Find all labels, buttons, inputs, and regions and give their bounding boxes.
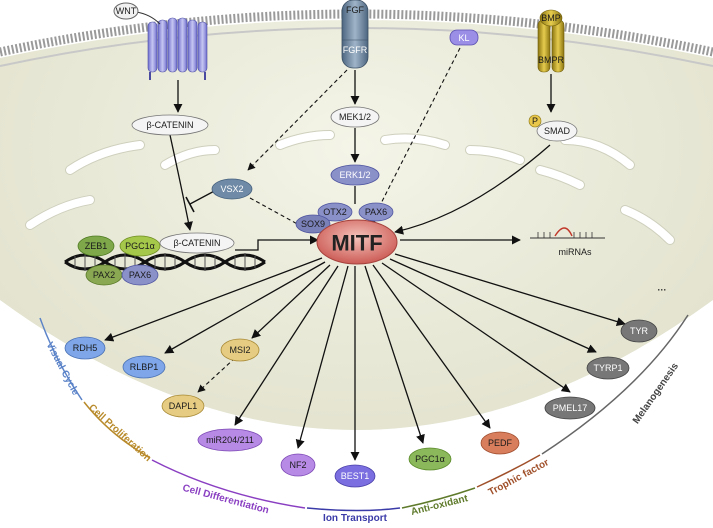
- dapl1-label: DAPL1: [169, 401, 198, 411]
- kl-ligand: [449, 29, 479, 46]
- tyrp1-node: [586, 356, 630, 380]
- mitf-label: MITF: [331, 231, 382, 256]
- pgc1a-node: [119, 235, 161, 257]
- sox9-label: SOX9: [301, 219, 325, 229]
- ellipsis-label: ···: [658, 285, 667, 295]
- pax6-label: PAX6: [129, 270, 151, 280]
- erk-node: [330, 164, 380, 186]
- mek-label: MEK1/2: [339, 112, 371, 122]
- b-catenin-nuc-label: β-CATENIN: [173, 238, 220, 248]
- pax6-node: [121, 264, 159, 286]
- fgfr-label: FGFR: [343, 45, 368, 55]
- phospho-node: [528, 114, 542, 128]
- arc-melanogenesis: [541, 314, 689, 455]
- mirnas-label: miRNAs: [559, 247, 592, 257]
- msi2-node: [220, 338, 260, 362]
- wnt-ligand: [113, 2, 139, 20]
- msi2-label: MSI2: [229, 345, 250, 355]
- otx2-label: OTX2: [323, 207, 347, 217]
- vsx2-node: [211, 178, 253, 200]
- pax6-b-node: [358, 202, 394, 222]
- best1-node: [334, 464, 376, 488]
- arc-visual-cycle: [39, 317, 83, 401]
- arrow-bcatenin-mitf: [235, 235, 319, 251]
- rdh5-node: [64, 336, 106, 360]
- rlbp1-label: RLBP1: [130, 362, 159, 372]
- b-catenin-nuc-node: [159, 232, 235, 254]
- mek-node: [330, 106, 380, 128]
- pgc1a-target-label: PGC1α: [415, 454, 445, 464]
- tyr-node: [620, 319, 658, 343]
- pgc1a-target-node: [408, 447, 452, 471]
- arc-ion-transport: [306, 507, 401, 512]
- organelles: [25, 130, 675, 245]
- wnt-receptor: [147, 17, 208, 80]
- dash-kl-mitf: [369, 47, 461, 226]
- dna-helix: [64, 253, 266, 271]
- arc-cell-differentiation: [151, 459, 306, 509]
- bmpr-label: BMPR: [538, 55, 565, 65]
- smad-label: SMAD: [544, 126, 571, 136]
- zeb1-node: [77, 235, 115, 257]
- pmel17-label: PMEL17: [553, 403, 588, 413]
- bmpr-receptor: [537, 9, 565, 73]
- b-catenin-label: β-CATENIN: [146, 120, 193, 130]
- dash-fgfr-vsx2: [247, 69, 348, 171]
- best1-label: BEST1: [341, 471, 370, 481]
- rlbp1-node: [122, 355, 166, 379]
- nf2-label: NF2: [289, 460, 306, 470]
- sox9-node: [295, 214, 331, 234]
- bmp-label: BMP: [541, 13, 561, 23]
- mir204-label: miR204/211: [206, 435, 254, 445]
- rdh5-label: RDH5: [73, 343, 98, 353]
- b-catenin-node: [131, 114, 209, 136]
- pax6-b-label: PAX6: [365, 207, 387, 217]
- otx2-node: [317, 202, 353, 222]
- erk-label: ERK1/2: [339, 170, 370, 180]
- pmel17-node: [544, 396, 596, 420]
- arc-cell-proliferation: [83, 401, 151, 459]
- arc-trophic-factor: [476, 454, 541, 488]
- pedf-node: [480, 431, 520, 455]
- smad-node: [536, 120, 578, 142]
- zeb1-label: ZEB1: [85, 241, 108, 251]
- inhibit-bar: [185, 196, 195, 213]
- dash-msi2-dapl1: [197, 357, 236, 393]
- fgf-label: FGF: [346, 5, 364, 15]
- kl-label: KL: [458, 33, 469, 43]
- arc-anti-oxidant: [401, 487, 476, 509]
- mitf-node: [316, 219, 398, 265]
- pgc1a-label: PGC1α: [125, 241, 155, 251]
- mir204-node: [197, 428, 263, 452]
- wnt-label: WNT: [116, 6, 137, 16]
- pedf-label: PEDF: [488, 438, 513, 448]
- vsx2-label: VSX2: [220, 184, 243, 194]
- arrow-smad-mitf: [394, 144, 551, 235]
- wnt-tether: [135, 11, 161, 25]
- tyr-label: TYR: [630, 326, 649, 336]
- tyrp1-label: TYRP1: [593, 363, 622, 373]
- fgfr-receptor: [341, 0, 369, 69]
- target-arrows: [104, 253, 626, 461]
- dapl1-node: [161, 394, 205, 418]
- nf2-node: [280, 453, 316, 477]
- mirna-icon: [530, 227, 605, 239]
- pax2-label: PAX2: [93, 270, 115, 280]
- lower-background: [0, 300, 713, 528]
- category-ion-transport: Ion Transport: [323, 513, 388, 524]
- arrow-bcatenin-nucleus: [169, 134, 193, 231]
- phospho-label: P: [532, 116, 538, 126]
